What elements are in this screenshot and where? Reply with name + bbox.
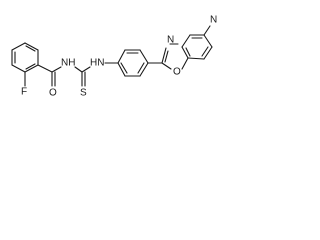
bond	[24, 42, 39, 51]
bond	[51, 66, 62, 73]
double-bond-inner	[25, 63, 36, 70]
bond	[203, 46, 213, 60]
bond	[139, 49, 149, 64]
bond	[139, 62, 149, 77]
phenylene-ring	[117, 49, 149, 77]
bond	[181, 34, 191, 48]
bond	[187, 57, 205, 60]
amide-nh-label: NH	[61, 58, 75, 69]
oxazole-oxygen-label: O	[173, 67, 181, 78]
bond	[203, 25, 211, 36]
oxazole-nitrogen-label: N	[167, 35, 174, 46]
thiourea-nh-label: HN	[90, 58, 104, 69]
double-bond-inner	[137, 62, 145, 74]
bond	[81, 66, 91, 73]
fluorine-label: F	[21, 87, 27, 98]
double-bond-inner	[201, 46, 209, 57]
pyridine-ring	[181, 34, 213, 60]
double-bond-inner	[120, 62, 128, 74]
bond	[203, 34, 213, 48]
double-bond-inner	[164, 50, 169, 63]
pyridine-nitrogen-label: N	[210, 15, 217, 26]
bond	[161, 62, 172, 70]
thione-sulfur-label: S	[80, 88, 87, 99]
molecule-structure: F O NH S HN O N	[11, 15, 217, 99]
bond	[117, 49, 126, 64]
bond	[181, 57, 189, 70]
double-bond-inner	[185, 47, 191, 57]
bond	[37, 64, 53, 73]
bond	[11, 64, 26, 73]
carbonyl-oxygen-label: O	[49, 88, 57, 99]
bond	[181, 46, 189, 59]
double-bond-inner	[25, 45, 36, 52]
bond	[161, 47, 167, 64]
bond	[24, 64, 39, 73]
oxazole-ring	[161, 43, 189, 70]
bond	[11, 42, 26, 51]
fluorophenyl-ring	[11, 42, 39, 73]
bond	[74, 66, 83, 73]
bond	[117, 62, 126, 77]
